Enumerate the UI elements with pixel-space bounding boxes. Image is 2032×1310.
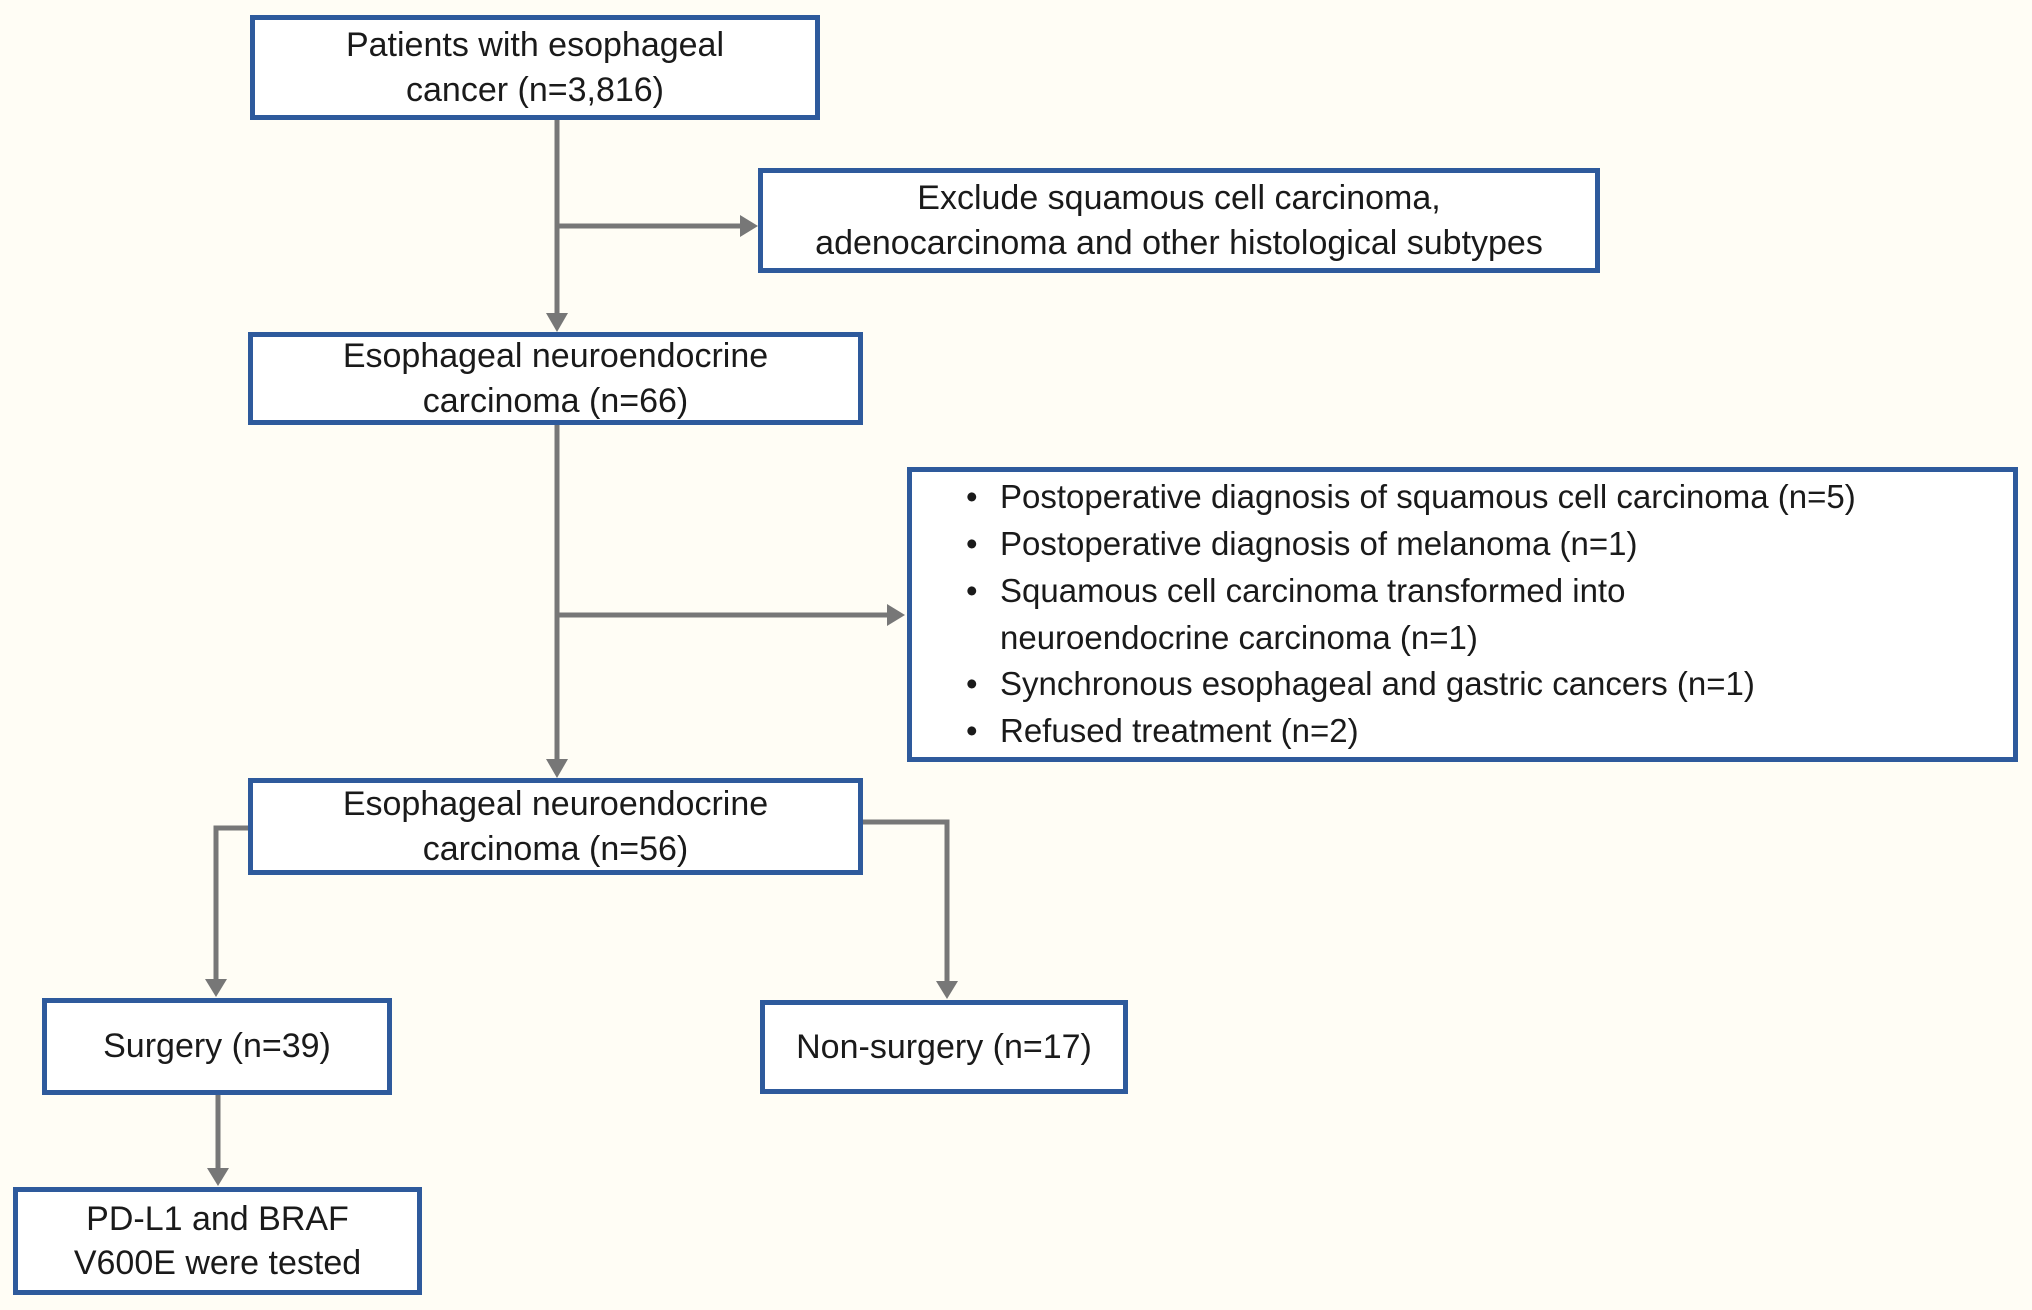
nec66-box: Esophageal neuroendocrine carcinoma (n=6… xyxy=(248,332,863,425)
exclusion-item-4: Synchronous esophageal and gastric cance… xyxy=(964,661,1998,708)
nec66-line1: Esophageal neuroendocrine xyxy=(342,337,769,376)
exclusion-item-3: Squamous cell carcinoma transformed into… xyxy=(964,568,1998,662)
exclude-line1: Exclude squamous cell carcinoma, xyxy=(917,179,1441,218)
surgery-label: Surgery (n=39) xyxy=(103,1027,331,1066)
pdl1-line1: PD-L1 and BRAF xyxy=(86,1199,349,1238)
patients-line1: Patients with esophageal xyxy=(345,26,725,65)
patients-box: Patients with esophageal cancer (n=3,816… xyxy=(250,15,820,120)
non-surgery-label: Non-surgery (n=17) xyxy=(796,1027,1092,1066)
exclude-line2: adenocarcinoma and other histological su… xyxy=(815,223,1543,262)
arrow-nec56-to-nonsurgery xyxy=(861,819,958,999)
arrow-to-exclude-box xyxy=(557,215,758,237)
exclusion-item-5: Refused treatment (n=2) xyxy=(964,708,1998,755)
arrow-to-exclusions-box xyxy=(557,604,905,626)
nec66-line2: carcinoma (n=66) xyxy=(422,381,689,420)
nec56-line2: carcinoma (n=56) xyxy=(422,829,689,868)
arrow-patients-to-nec66 xyxy=(546,120,568,332)
arrow-nec56-to-surgery xyxy=(205,825,250,997)
exclusion-reasons-box: Postoperative diagnosis of squamous cell… xyxy=(907,467,2018,762)
exclusion-item-1: Postoperative diagnosis of squamous cell… xyxy=(964,474,1998,521)
arrow-surgery-to-pdl1 xyxy=(207,1095,229,1186)
exclusion-item-2: Postoperative diagnosis of melanoma (n=1… xyxy=(964,521,1998,568)
nec56-line1: Esophageal neuroendocrine xyxy=(342,785,769,824)
surgery-box: Surgery (n=39) xyxy=(42,998,392,1095)
pdl1-line2: V600E were tested xyxy=(73,1244,362,1282)
nec56-box: Esophageal neuroendocrine carcinoma (n=5… xyxy=(248,778,863,875)
arrow-nec66-to-nec56 xyxy=(546,425,568,778)
patients-line2: cancer (n=3,816) xyxy=(406,70,664,109)
exclude-histology-box: Exclude squamous cell carcinoma, adenoca… xyxy=(758,168,1600,273)
pdl1-braf-box: PD-L1 and BRAF V600E were tested xyxy=(13,1187,422,1295)
non-surgery-box: Non-surgery (n=17) xyxy=(760,1000,1128,1094)
